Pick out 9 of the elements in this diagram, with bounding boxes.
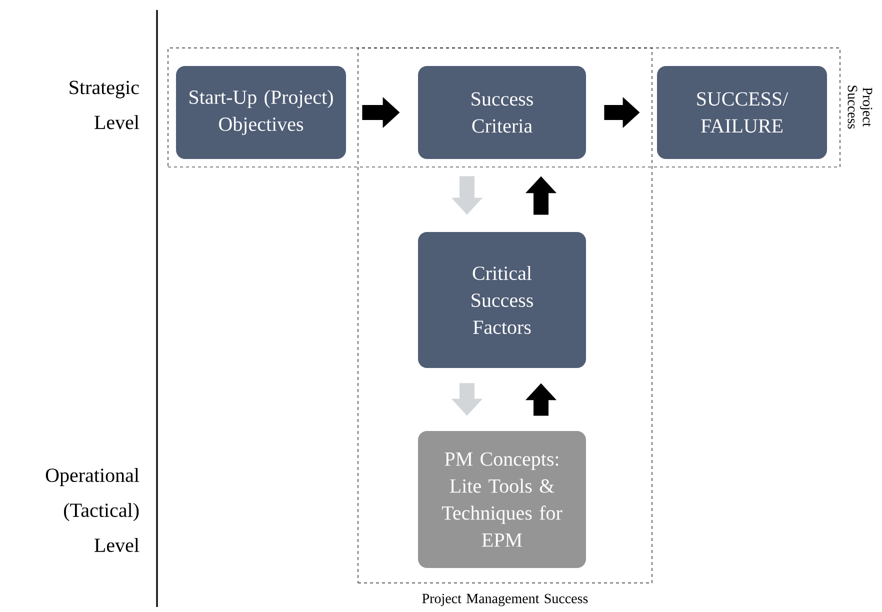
process-box: PM Concepts: Lite Tools & Techniques for EPM [418,430,586,568]
level-label: Operational (Tactical) Level [46,468,140,552]
band-label: Project Success [848,86,872,129]
process-box: SUCCESS/ FAILURE [657,66,827,159]
process-box: Success Criteria [418,66,586,159]
process-box: Critical Success Factors [418,232,586,368]
band-label: Project Management Success [422,594,588,606]
process-box: Start-Up (Project) Objectives [176,66,346,159]
level-label: Strategic Level [70,80,140,130]
